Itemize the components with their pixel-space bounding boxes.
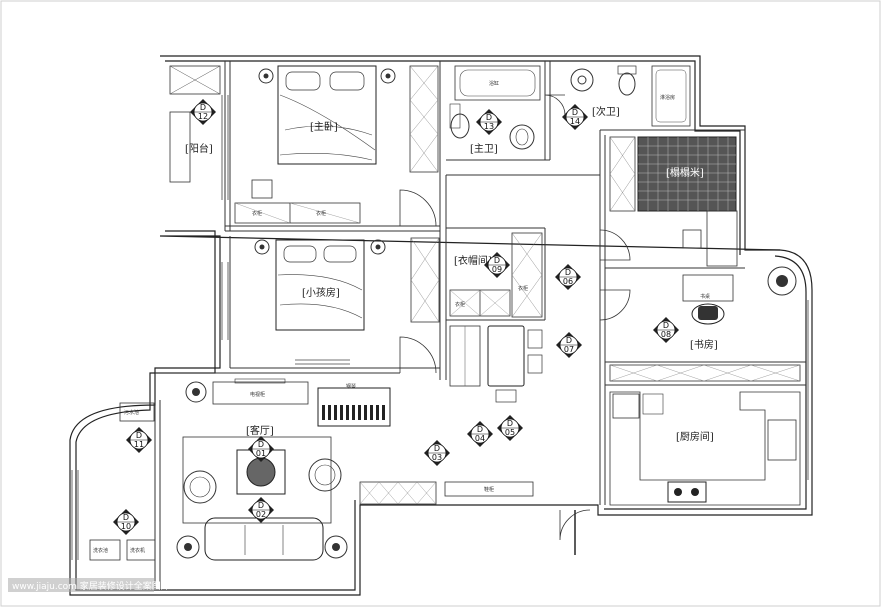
view-marker-11: D11 xyxy=(126,427,152,453)
view-marker-letter: D xyxy=(123,513,129,522)
tatami-area xyxy=(609,136,738,267)
cloakroom-furniture xyxy=(449,232,543,318)
view-marker-09: D09 xyxy=(484,252,510,278)
view-marker-number: 09 xyxy=(492,265,502,274)
study-furniture xyxy=(609,266,801,382)
view-marker-number: 04 xyxy=(475,434,485,443)
room-label-kids-room: [小孩房] xyxy=(302,286,340,299)
label-washing-machine: 洗衣机 xyxy=(130,547,145,554)
view-marker-07: D07 xyxy=(556,332,582,358)
view-marker-number: 03 xyxy=(432,453,442,462)
view-marker-number: 08 xyxy=(661,330,671,339)
view-marker-number: 14 xyxy=(570,117,580,126)
door-swings xyxy=(399,94,631,555)
dining-table xyxy=(449,325,543,403)
view-marker-number: 11 xyxy=(134,440,144,449)
view-marker-letter: D xyxy=(434,444,440,453)
view-marker-letter: D xyxy=(258,501,264,510)
watermark-text: www.jiaju.com 家居装修设计全案图库 xyxy=(12,580,170,592)
view-marker-number: 02 xyxy=(256,510,266,519)
view-marker-05: D05 xyxy=(497,415,523,441)
label-shoe-cabinet: 鞋柜 xyxy=(484,486,494,493)
room-label-kitchen: [厨房间] xyxy=(676,430,714,443)
kids-room-furniture xyxy=(254,237,440,331)
label-bathtub: 浴缸 xyxy=(489,80,499,87)
view-marker-number: 13 xyxy=(484,122,494,131)
label-sink-pool: 污水池 xyxy=(124,409,139,416)
view-marker-letter: D xyxy=(507,419,513,428)
view-marker-letter: D xyxy=(477,425,483,434)
view-marker-number: 05 xyxy=(505,428,515,437)
room-labels: [主卧] [阳台] [主卫] [次卫] [榻榻米] [小孩房] [衣帽间] [书… xyxy=(185,105,718,443)
room-label-balcony: [阳台] xyxy=(185,142,213,155)
view-marker-04: D04 xyxy=(467,421,493,447)
view-marker-10: D10 xyxy=(113,509,139,535)
balcony-area xyxy=(169,65,221,183)
room-label-study: [书房] xyxy=(690,338,718,351)
view-marker-letter: D xyxy=(200,103,206,112)
view-marker-letter: D xyxy=(258,440,264,449)
master-bath-fixtures xyxy=(449,65,546,160)
view-marker-number: 10 xyxy=(121,522,131,531)
interior-walls xyxy=(154,61,806,590)
label-shower: 淋浴房 xyxy=(660,94,675,101)
view-marker-03: D03 xyxy=(424,440,450,466)
watermark-background xyxy=(8,578,154,592)
room-label-living-room: [客厅] xyxy=(246,424,274,437)
room-label-second-bath: [次卫] xyxy=(592,105,620,118)
label-piano: 钢琴 xyxy=(346,383,356,390)
view-marker-08: D08 xyxy=(653,317,679,343)
view-marker-letter: D xyxy=(136,431,142,440)
master-bedroom-furniture xyxy=(234,65,439,224)
view-marker-letter: D xyxy=(494,256,500,265)
label-wardrobe-a: 衣柜 xyxy=(252,210,262,217)
living-room-furniture xyxy=(176,378,534,561)
fixture-labels: 衣柜 衣柜 电视柜 钢琴 书桌 污水池 洗衣池 洗衣机 浴缸 淋浴房 鞋柜 衣柜… xyxy=(93,80,710,554)
view-marker-number: 01 xyxy=(256,449,266,458)
room-label-cloakroom: [衣帽间] xyxy=(454,254,492,267)
label-laundry-pool: 洗衣池 xyxy=(93,547,108,554)
view-marker-01: D01 xyxy=(248,436,274,462)
label-desk: 书桌 xyxy=(700,293,710,300)
view-marker-number: 12 xyxy=(198,112,208,121)
utility-area xyxy=(89,402,156,561)
label-tv-cabinet: 电视柜 xyxy=(250,391,265,398)
view-marker-14: D14 xyxy=(562,104,588,130)
view-marker-letter: D xyxy=(663,321,669,330)
room-label-master-bedroom: [主卧] xyxy=(310,120,338,133)
room-label-master-bath: [主卫] xyxy=(470,143,498,155)
view-marker-letter: D xyxy=(572,108,578,117)
room-label-tatami: [榻榻米] xyxy=(666,166,704,179)
kitchen-fixtures xyxy=(609,391,801,506)
view-marker-letter: D xyxy=(565,268,571,277)
second-bath-fixtures xyxy=(570,65,691,127)
view-marker-12: D12 xyxy=(190,99,216,125)
view-marker-06: D06 xyxy=(555,264,581,290)
label-cloak-cabinet-2: 衣柜 xyxy=(518,285,528,292)
label-wardrobe-b: 衣柜 xyxy=(316,210,326,217)
view-marker-number: 06 xyxy=(563,277,573,286)
view-marker-letter: D xyxy=(566,336,572,345)
view-marker-letter: D xyxy=(486,113,492,122)
view-marker-02: D02 xyxy=(248,497,274,523)
label-cloak-cabinet-1: 衣柜 xyxy=(455,301,465,308)
view-marker-number: 07 xyxy=(564,345,574,354)
windows xyxy=(71,95,809,560)
view-marker-13: D13 xyxy=(476,109,502,135)
